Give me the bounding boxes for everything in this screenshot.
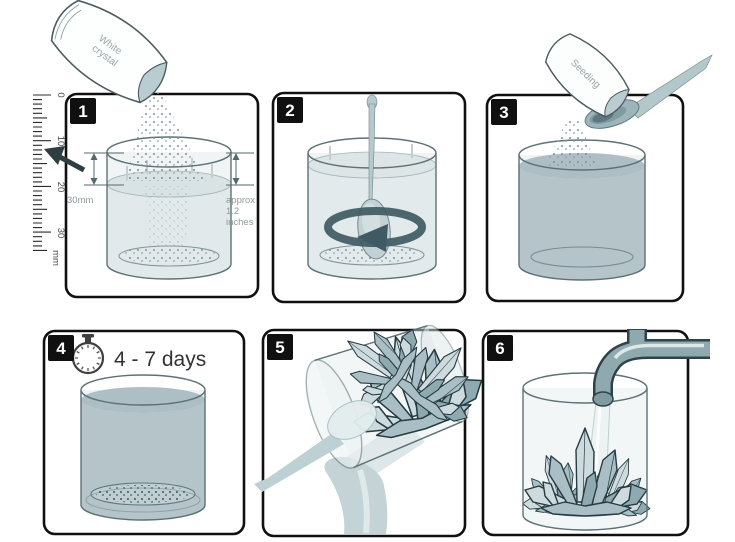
step-number-badge-4: 4	[48, 335, 74, 361]
seeding-powder-stream	[545, 118, 596, 166]
step-number: 5	[275, 338, 284, 357]
spoon-bowl	[327, 400, 377, 440]
stir-arrowhead	[357, 224, 388, 252]
tap-spout-tip	[592, 391, 614, 407]
packet-opening	[604, 88, 630, 118]
step-number-badge-6: 6	[487, 335, 513, 361]
depth-approx-line2: 1.2	[226, 206, 239, 217]
ruler-tick-label-30: 30	[55, 228, 66, 239]
step-number: 4	[56, 339, 66, 358]
step-number: 2	[285, 101, 294, 120]
panel-1-depth-dimension-right	[226, 152, 254, 186]
ruler	[33, 94, 51, 251]
step-number: 6	[495, 339, 504, 358]
ruler-tick-label-20: 20	[55, 182, 66, 193]
ruler-tick-label-10: 10	[55, 136, 66, 147]
seeding-packet: Seeding	[544, 33, 630, 118]
step-number: 1	[78, 102, 87, 121]
depth-approx-line1: approx	[226, 195, 255, 206]
panel-4-beaker	[80, 374, 206, 521]
holding-spoon	[254, 400, 377, 492]
grown-seed-crystals	[96, 485, 190, 503]
ruler-unit-label: mm	[50, 250, 61, 266]
sediment	[122, 246, 216, 264]
step-number: 3	[499, 103, 508, 122]
water-tap	[592, 329, 710, 407]
panel-1-depth-dimension-left	[84, 152, 124, 186]
step-number-badge-1: 1	[70, 98, 96, 124]
stir-rotation-arrow	[324, 207, 426, 252]
step-number-badge-5: 5	[267, 334, 293, 360]
depth-label-mm: 30mm	[67, 195, 93, 206]
ruler-tick-label-0: 0	[55, 92, 66, 97]
panel-3-beaker	[518, 139, 646, 281]
step-number-badge-3: 3	[491, 99, 517, 125]
duration-label: 4 - 7 days	[114, 348, 206, 371]
spoon-handle	[627, 54, 713, 119]
depth-approx-line3: inches	[226, 217, 254, 228]
packet-opening	[137, 61, 168, 104]
white-crystal-packet: White crystal	[50, 0, 168, 104]
panel-6-beaker	[510, 372, 665, 531]
step-number-badge-2: 2	[277, 97, 303, 123]
level-pointer-arrow	[44, 146, 86, 173]
crystal-powder-stream	[126, 88, 206, 181]
